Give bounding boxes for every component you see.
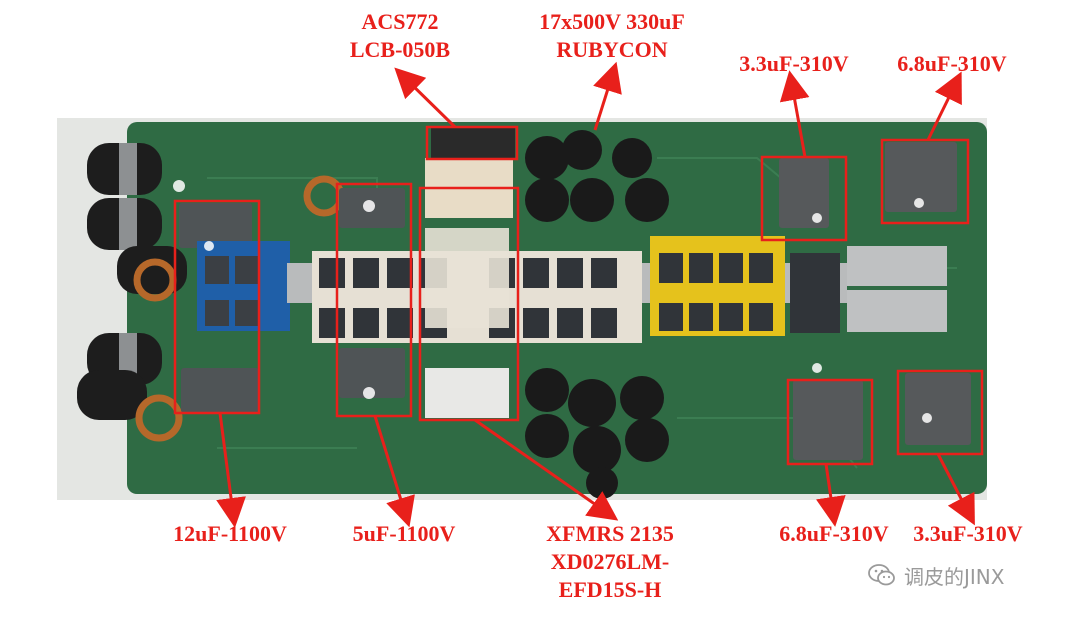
label-bulk-caps: 17x500V 330uF RUBYCON <box>539 9 685 62</box>
label-cap-top-b: 6.8uF-310V <box>897 51 1007 76</box>
label-cap-top-a: 3.3uF-310V <box>739 51 849 76</box>
label-transformers: XFMRS 2135 XD0276LM- EFD15S-H <box>546 521 674 602</box>
label-cap-bottom-a: 6.8uF-310V <box>779 521 889 546</box>
wechat-icon <box>868 564 895 586</box>
current-sensor-part <box>425 158 513 218</box>
transformer-parts <box>425 228 509 328</box>
label-current-sensor: ACS772 LCB-050B <box>349 9 451 62</box>
label-cap-bottom-b: 3.3uF-310V <box>913 521 1023 546</box>
label-cap-12uf: 12uF-1100V <box>173 521 287 546</box>
bulk-caps-bottom <box>525 368 669 499</box>
watermark-text: 调皮的JINX <box>904 564 1005 589</box>
label-cap-5uf: 5uF-1100V <box>352 521 456 546</box>
bulk-caps-top <box>525 130 669 222</box>
pcb-board-photo <box>57 118 987 500</box>
watermark: 调皮的JINX <box>868 560 1004 590</box>
